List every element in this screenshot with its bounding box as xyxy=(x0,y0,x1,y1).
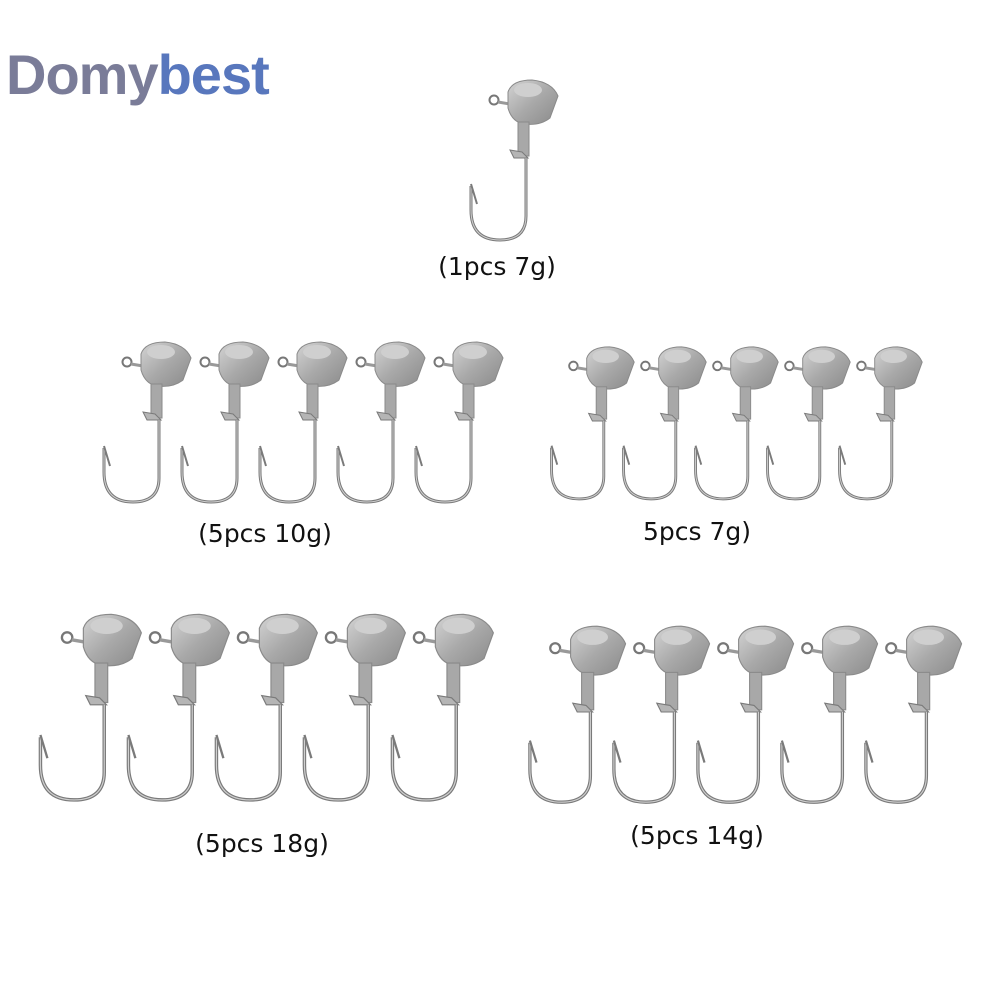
jig-hook-icon xyxy=(780,624,880,804)
jig-hook-icon xyxy=(696,624,796,804)
group-label-5pcs-18g: (5pcs 18g) xyxy=(195,829,329,858)
jig-hook-icon xyxy=(612,624,712,804)
jig-hook-icon xyxy=(864,624,964,804)
logo-part-1: Domy xyxy=(6,43,159,106)
jig-hook-icon xyxy=(414,340,505,504)
group-label-1pcs-7g: (1pcs 7g) xyxy=(438,252,556,281)
jig-hook-icon xyxy=(336,340,427,504)
brand-logo: Domybest xyxy=(6,42,270,107)
jig-hook-icon xyxy=(622,345,708,501)
jig-hook-icon xyxy=(469,78,560,242)
logo-part-2: best xyxy=(157,43,270,106)
jig-hook-icon xyxy=(38,612,144,802)
jig-hook-icon xyxy=(390,612,496,802)
jig-hook-icon xyxy=(180,340,271,504)
group-label-5pcs-10g: (5pcs 10g) xyxy=(198,519,332,548)
jig-hook-icon xyxy=(766,345,852,501)
jig-hook-icon xyxy=(102,340,193,504)
jig-hook-icon xyxy=(302,612,408,802)
jig-hook-icon xyxy=(126,612,232,802)
jig-hook-icon xyxy=(694,345,780,501)
jig-hook-icon xyxy=(214,612,320,802)
group-label-5pcs-7g: 5pcs 7g) xyxy=(642,517,752,546)
jig-hook-icon xyxy=(528,624,628,804)
jig-hook-icon xyxy=(258,340,349,504)
jig-hook-icon xyxy=(838,345,924,501)
jig-hook-icon xyxy=(550,345,636,501)
group-label-5pcs-14g: (5pcs 14g) xyxy=(630,821,764,850)
